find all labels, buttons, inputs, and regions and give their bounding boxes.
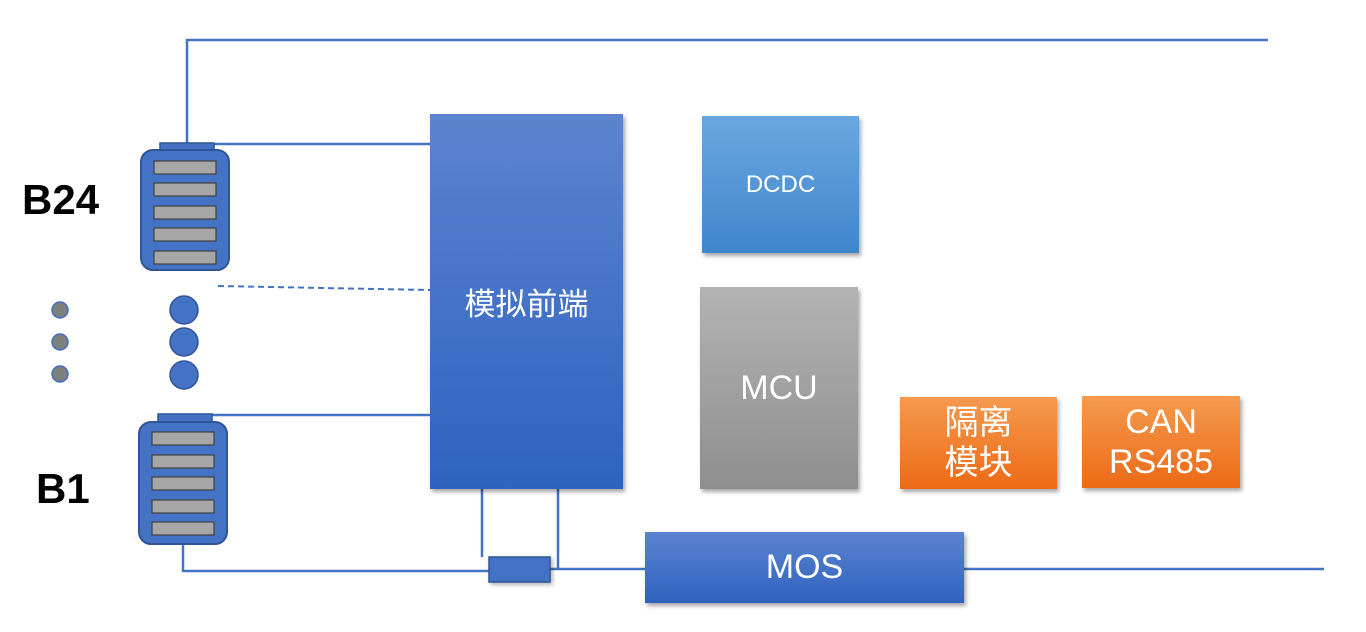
analog-front-end-label: 模拟前端 — [464, 287, 589, 322]
mos-label: MOS — [765, 548, 844, 586]
label-ellipsis-grey-dots — [51, 301, 69, 383]
battery-b24-icon — [140, 142, 230, 271]
shunt-resistor — [488, 556, 551, 583]
battery-b24-label: B24 — [22, 176, 100, 223]
dcdc-label: DCDC — [745, 170, 816, 198]
battery-b1-icon — [138, 413, 228, 545]
mcu-label: MCU — [740, 368, 818, 407]
battery-b1-label: B1 — [36, 465, 90, 512]
isolation-label-line2: 模块 — [944, 444, 1013, 482]
mcu-block: MCU — [700, 287, 858, 489]
analog-front-end-block: 模拟前端 — [430, 114, 623, 489]
cell-ellipsis-blue-dots — [169, 295, 199, 390]
top-bus-wire — [185, 38, 1268, 145]
isolation-module-block: 隔离 模块 — [900, 397, 1057, 489]
dcdc-block: DCDC — [702, 116, 859, 253]
can-label-line2: RS485 — [1109, 443, 1213, 481]
bottom-bus-wire — [181, 545, 490, 573]
isolation-label-line1: 隔离 — [944, 404, 1013, 442]
middle-cells-dashed-wire — [217, 285, 431, 291]
mos-block: MOS — [645, 532, 964, 603]
can-label-line1: CAN — [1125, 403, 1197, 441]
can-rs485-block: CAN RS485 — [1082, 396, 1240, 488]
